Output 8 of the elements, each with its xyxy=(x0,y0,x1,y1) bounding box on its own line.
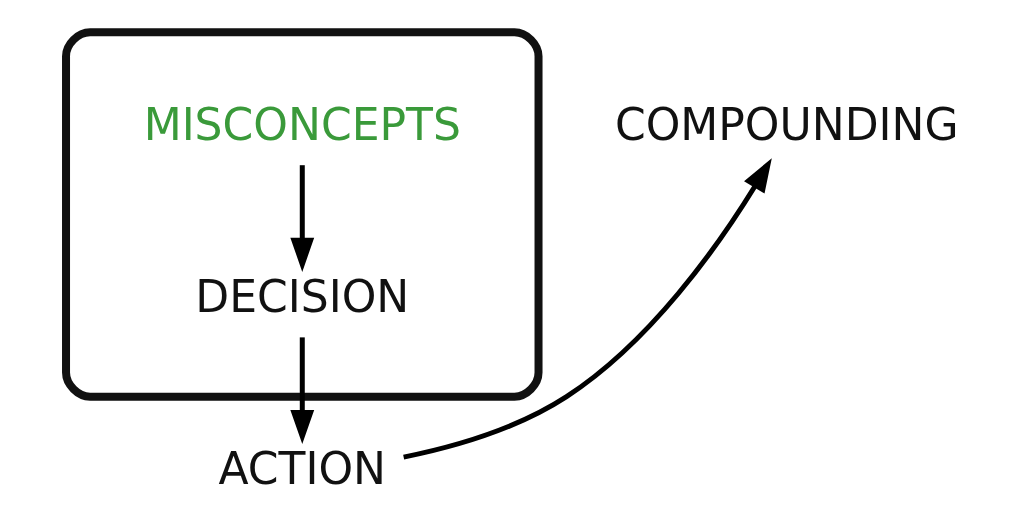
arrow xyxy=(402,158,772,460)
arrow xyxy=(289,165,314,272)
node-text: DECISION xyxy=(194,270,409,322)
node-text: COMPOUNDING xyxy=(614,98,959,150)
cluster xyxy=(61,28,543,401)
node-text: MISCONCEPTS xyxy=(143,98,461,150)
arrow xyxy=(289,337,314,445)
node-text: ACTION xyxy=(217,442,386,494)
